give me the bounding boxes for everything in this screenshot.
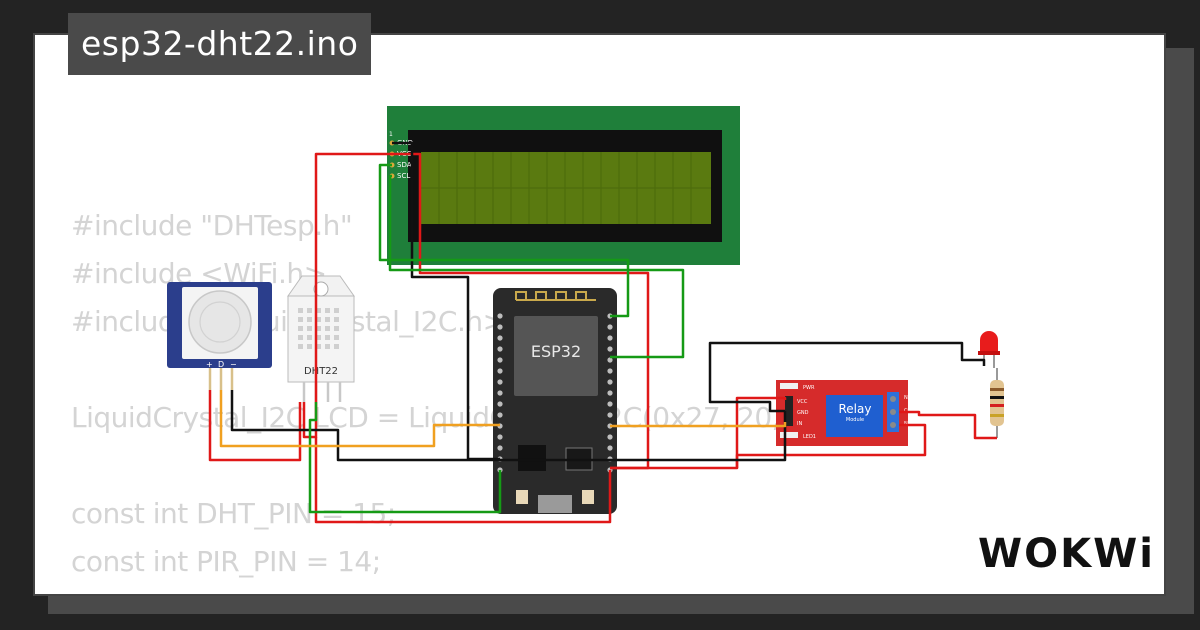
code-line: const int PIR_PIN = 14; <box>71 545 381 578</box>
esp32-regulator <box>518 445 546 471</box>
led-rim <box>978 351 1000 355</box>
relay-module[interactable]: Relay Module PWR VCC GND IN LED1 NC COM … <box>776 380 916 446</box>
esp32-antenna <box>515 291 596 301</box>
dht22-label: DHT22 <box>304 366 338 377</box>
esp32-en-button[interactable] <box>516 490 528 504</box>
wires <box>208 141 997 524</box>
dht22-mount-hole <box>313 281 329 297</box>
wire-relay-vcc <box>610 396 787 470</box>
dht22-legs <box>302 382 342 402</box>
relay-pin-led1: LED1 <box>803 434 816 440</box>
esp32-boot-button[interactable] <box>582 490 594 504</box>
wire-pir-out <box>219 390 500 448</box>
relay-terminal-screws <box>890 396 896 428</box>
esp32-usb-port <box>538 495 572 513</box>
esp32-right-pins <box>607 313 613 473</box>
resistor-body <box>990 380 1004 426</box>
relay-label: Relay <box>839 402 872 416</box>
wire-resistor <box>899 410 997 440</box>
pir-dome-ring <box>199 301 241 343</box>
wire-pir-vcc <box>208 390 302 462</box>
led-dome <box>980 331 998 352</box>
dht22-vents <box>298 308 339 349</box>
lcd-pin-scl: SCL <box>397 172 410 180</box>
wire-dht-vcc <box>314 437 612 524</box>
wokwi-logo-bg <box>972 528 1152 576</box>
dht22-sensor[interactable]: DHT22 <box>287 275 355 402</box>
relay-led1 <box>780 432 798 438</box>
lcd-pin-sda: SDA <box>397 161 412 169</box>
pir-pin-minus: − <box>230 360 237 369</box>
wokwi-logo: WOKWi <box>972 528 1155 577</box>
pir-dome <box>188 290 252 354</box>
code-line: const int RELAY_PIN = 4; <box>71 586 825 594</box>
relay-pin-vcc: VCC <box>797 399 808 405</box>
relay-cube <box>826 395 883 437</box>
relay-pwr-led <box>780 383 798 389</box>
relay-sublabel: Module <box>846 417 864 423</box>
resistor[interactable] <box>990 368 1004 438</box>
wire-led-gnd <box>708 341 986 413</box>
wire-lcd-scl <box>388 174 685 359</box>
lcd-display[interactable]: 1 GND VCC SDA SCL <box>387 106 740 265</box>
code-line: #include "DHTesp.h" <box>71 209 353 242</box>
wire-dht-data <box>308 402 502 514</box>
lcd-pin-one-marker: 1 <box>389 131 393 138</box>
red-led[interactable] <box>978 331 1000 368</box>
relay-pin-gnd: GND <box>797 410 809 416</box>
relay-pin-in: IN <box>797 421 802 427</box>
esp32-left-pins <box>497 313 503 473</box>
pir-pin-plus: + <box>206 360 213 369</box>
pir-pin-d: D <box>218 360 224 369</box>
pir-sensor[interactable]: + D − <box>167 282 272 390</box>
lcd-char-grid <box>421 152 711 224</box>
wokwi-logo-text: WOKWi <box>978 531 1155 577</box>
wire-relay-in <box>610 422 787 428</box>
project-title[interactable]: esp32-dht22.ino <box>68 13 372 75</box>
relay-out-nc: NC <box>904 395 912 401</box>
relay-input-header <box>785 396 793 426</box>
pir-legs <box>208 368 234 390</box>
esp32-module-shield <box>514 316 598 396</box>
esp32-board[interactable]: ESP32 <box>493 288 617 514</box>
wire-lcd-sda <box>378 163 630 318</box>
esp32-label: ESP32 <box>531 342 581 361</box>
relay-pin-pwr: PWR <box>803 385 815 391</box>
